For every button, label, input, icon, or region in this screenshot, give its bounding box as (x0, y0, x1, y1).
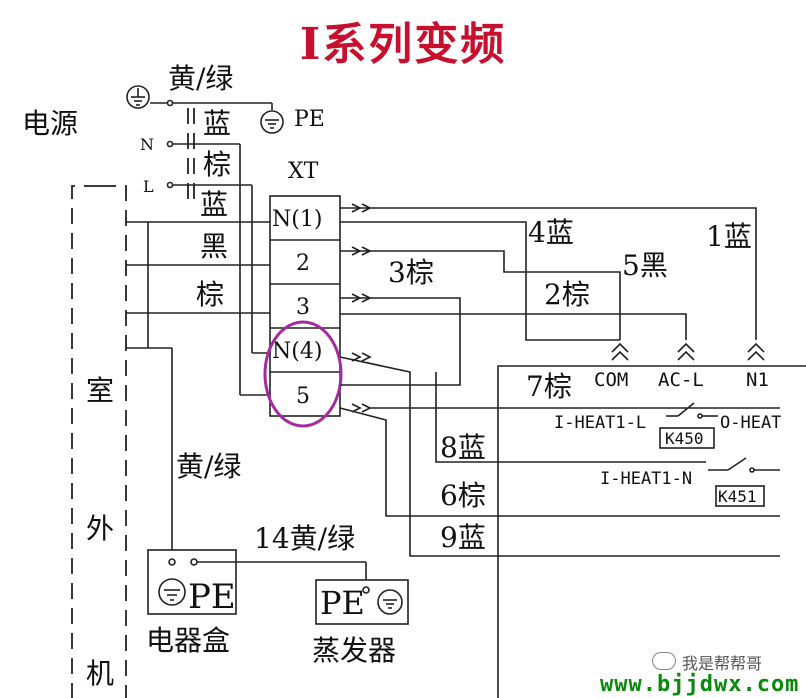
pe-ground-icon (260, 110, 284, 134)
wire-label-2: 2棕 (544, 278, 590, 311)
outdoor-unit-char-2: 外 (86, 512, 114, 545)
ground-icon (126, 85, 150, 109)
pe-label: PE (294, 107, 325, 132)
wire-label-6: 6棕 (440, 479, 486, 512)
wire-label-1: 1蓝 (706, 220, 752, 253)
wire-color-blue-1: 蓝 (203, 107, 231, 140)
evaporator-ground-icon (377, 589, 403, 615)
wire-label-5: 5黑 (622, 249, 668, 282)
power-n-label: N (140, 135, 154, 154)
electric-box-label: 电器盒 (146, 624, 230, 657)
wire-color-blue-2: 蓝 (200, 188, 228, 221)
electric-box-ground-icon (158, 578, 186, 606)
terminal-row-1: N(1) (272, 207, 322, 232)
wire-label-9: 9蓝 (440, 521, 486, 554)
outdoor-unit-char-3: 机 (86, 657, 114, 690)
terminal-row-2: 2 (296, 251, 310, 276)
power-l-label: L (143, 177, 154, 196)
terminal-row-5: 5 (296, 384, 310, 409)
wire-color-yellow-green: 黄/绿 (168, 62, 233, 95)
relay-k451-switch (708, 457, 780, 473)
relay-heat1-n-label: I-HEAT1-N (600, 469, 692, 489)
connector-n1: N1 (746, 369, 769, 391)
relay-k451-box (715, 485, 765, 507)
connector-com: COM (594, 369, 628, 391)
relay-k451-label: K451 (718, 487, 757, 506)
power-label: 电源 (22, 107, 78, 140)
wire-color-brown-1: 棕 (203, 148, 231, 181)
wire-color-black: 黑 (200, 230, 228, 263)
outdoor-unit-char-1: 室 (86, 374, 114, 407)
wire-label-8: 8蓝 (440, 431, 486, 464)
terminal-row-3: 3 (296, 295, 310, 320)
wire-label-3: 3棕 (388, 256, 434, 289)
relay-k450-switch (666, 402, 718, 419)
wire-color-yellow-green-2: 黄/绿 (176, 450, 241, 483)
diagram-title: I系列变频 (299, 19, 507, 70)
terminal-block (269, 195, 341, 417)
relay-k450-box (659, 427, 715, 449)
wire-color-brown-2: 棕 (196, 278, 224, 311)
relay-heat1-l-label: I-HEAT1-L (554, 413, 646, 433)
relay-k450-label: K450 (665, 429, 704, 448)
relay-heat-out-label: O-HEAT (720, 413, 781, 433)
connector-ac-l: AC-L (658, 369, 704, 391)
wire-label-14: 14黄/绿 (254, 522, 355, 555)
wire-label-7: 7棕 (526, 370, 572, 403)
terminal-row-4: N(4) (272, 339, 322, 364)
watermark-url: www.bjjdwx.com (600, 672, 800, 697)
electric-box-pe: PE (188, 577, 236, 617)
evaporator-box (315, 579, 409, 625)
wire-label-4: 4蓝 (528, 216, 574, 249)
highlight-circle (263, 320, 343, 428)
evaporator-label: 蒸发器 (312, 634, 396, 667)
watermark-chat-icon (652, 652, 676, 670)
watermark-text: 我是帮帮哥 (682, 654, 763, 673)
evaporator-pe: PE (320, 584, 365, 622)
terminal-name: XT (288, 159, 319, 184)
